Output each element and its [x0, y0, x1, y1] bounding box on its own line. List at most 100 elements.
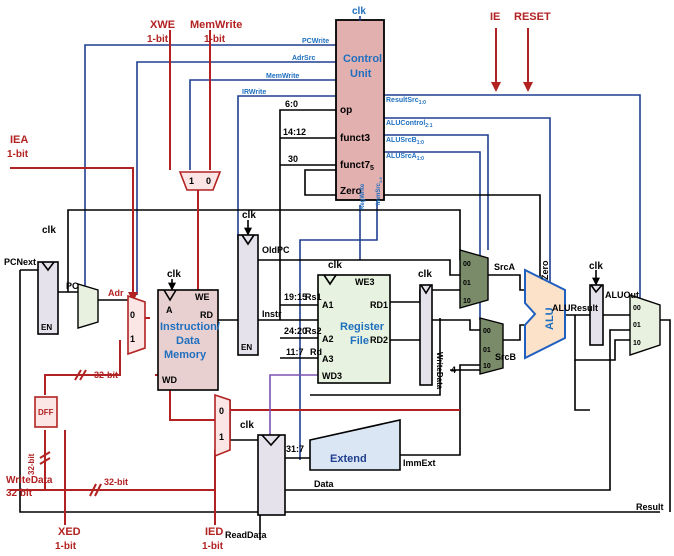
writedata-bits: 32 bit: [6, 488, 33, 499]
zero-label: Zero: [540, 260, 550, 280]
sig-regwrite: RegWrite: [360, 183, 366, 210]
aluout-register: [589, 284, 604, 346]
wd-bus-bits: 32-bit: [104, 477, 128, 487]
data-register: [257, 434, 286, 516]
mem-a: A: [166, 305, 173, 315]
dff: [34, 396, 58, 428]
extend-unit: [309, 419, 401, 471]
dff-label: DFF: [38, 408, 54, 417]
adr-label: Adr: [108, 288, 124, 298]
srca-mux: [459, 249, 489, 309]
rf-title-1: Register: [340, 321, 385, 333]
bits-f7: 30: [288, 154, 298, 164]
result-in10: 10: [633, 340, 641, 347]
adr-mux: [127, 294, 146, 356]
bits-op: 6:0: [285, 99, 298, 109]
dff-bits: 32-bit: [27, 453, 36, 475]
data-mux-in1: 1: [219, 432, 224, 442]
sig-immsrc: ImmSrc1:0: [376, 176, 383, 205]
memwrite-bits: 1-bit: [204, 34, 226, 45]
srcb-label: SrcB: [495, 352, 517, 362]
srcb-four: 4: [451, 365, 456, 375]
adr-in1: 1: [130, 334, 135, 344]
immext-label: ImmExt: [403, 458, 436, 468]
xed-bits: 1-bit: [55, 541, 77, 552]
sig-adrsrc: AdrSrc: [292, 55, 315, 62]
xwe-bits: 1-bit: [147, 34, 169, 45]
sig-alucontrol: ALUControl2:1: [386, 120, 433, 129]
mem-wd: WD: [162, 375, 177, 385]
datapath-wires: [19, 109, 671, 540]
datareg-clk: clk: [240, 420, 254, 431]
readdata-label: ReadData: [225, 530, 268, 540]
rs2-bits: 24:20: [284, 326, 307, 336]
aluresult-label: ALUResult: [552, 303, 598, 313]
rf-we3: WE3: [355, 277, 375, 287]
rf-title-2: File: [350, 335, 369, 347]
cu-title-1: Control: [343, 53, 382, 65]
rf-a3: A3: [322, 354, 334, 364]
mem-clk: clk: [167, 269, 181, 280]
cu-funct7: funct75: [340, 160, 374, 172]
memwrite-label: MemWrite: [190, 19, 242, 31]
iea-label: IEA: [10, 134, 28, 146]
data-mux-in0: 0: [219, 406, 224, 416]
oldpc-en: EN: [241, 343, 252, 352]
data-mux: [214, 393, 231, 458]
we-mux-in0: 0: [206, 176, 211, 186]
srca-in00: 00: [463, 261, 471, 268]
extend-bits: 31:7: [286, 444, 304, 454]
srcb-in00: 00: [483, 328, 491, 335]
xed-label: XED: [58, 526, 81, 538]
rs1-bits: 19:15: [284, 292, 307, 302]
mem-title-3: Memory: [164, 349, 207, 361]
alu-label: ALU: [544, 307, 556, 330]
oldpc-label: OldPC: [262, 245, 290, 255]
bus-marks: [39, 369, 102, 497]
rf-a2: A2: [322, 334, 334, 344]
extend-label: Extend: [330, 453, 367, 465]
aluout-label: ALUOut: [605, 290, 639, 300]
control-unit: [335, 19, 385, 201]
sig-irwrite: IRWrite: [242, 89, 266, 96]
pc-clk: clk: [42, 225, 56, 236]
mem-we: WE: [195, 292, 210, 302]
sig-alusrca: ALUSrcA1:0: [386, 153, 424, 162]
wdreg-clk: clk: [418, 269, 432, 280]
register-file: [317, 274, 391, 384]
wdreg-label: WriteData: [435, 352, 444, 390]
rd-bits: 11:7: [286, 347, 304, 357]
rf-rd1: RD1: [370, 300, 388, 310]
instr-label: Instr: [262, 309, 282, 319]
sig-resultsrc: ResultSrc1:0: [386, 97, 426, 106]
aluout-clk: clk: [589, 261, 603, 272]
srca-in10: 10: [463, 298, 471, 305]
oldpc-clk: clk: [242, 210, 256, 221]
pc-label: PC: [66, 281, 79, 291]
ied-bits: 1-bit: [202, 541, 224, 552]
writedata-label: WriteData: [6, 475, 53, 486]
srca-label: SrcA: [494, 262, 516, 272]
memory: [157, 289, 219, 391]
rf-wd3: WD3: [322, 371, 342, 381]
pc-mux: [77, 283, 99, 329]
srca-in01: 01: [463, 280, 471, 287]
sig-pcwrite: PCWrite: [302, 38, 329, 45]
cu-zero: Zero: [340, 186, 362, 197]
adr-bits: 32-bit: [94, 370, 118, 380]
rs2-label: Rs2: [305, 326, 322, 336]
cu-op: op: [340, 105, 352, 116]
result-label: Result: [636, 502, 664, 512]
rf-rd2: RD2: [370, 335, 388, 345]
rf-clk: clk: [328, 260, 342, 271]
data-label: Data: [314, 479, 335, 489]
ied-label: IED: [205, 526, 223, 538]
cu-funct3: funct3: [340, 133, 370, 144]
alu: [524, 268, 566, 360]
iea-bits: 1-bit: [7, 149, 29, 160]
cu-title-2: Unit: [350, 68, 372, 80]
srcb-in10: 10: [483, 363, 491, 370]
result-in01: 01: [633, 322, 641, 329]
bits-f3: 14:12: [283, 127, 306, 137]
ie-label: IE: [490, 11, 500, 23]
